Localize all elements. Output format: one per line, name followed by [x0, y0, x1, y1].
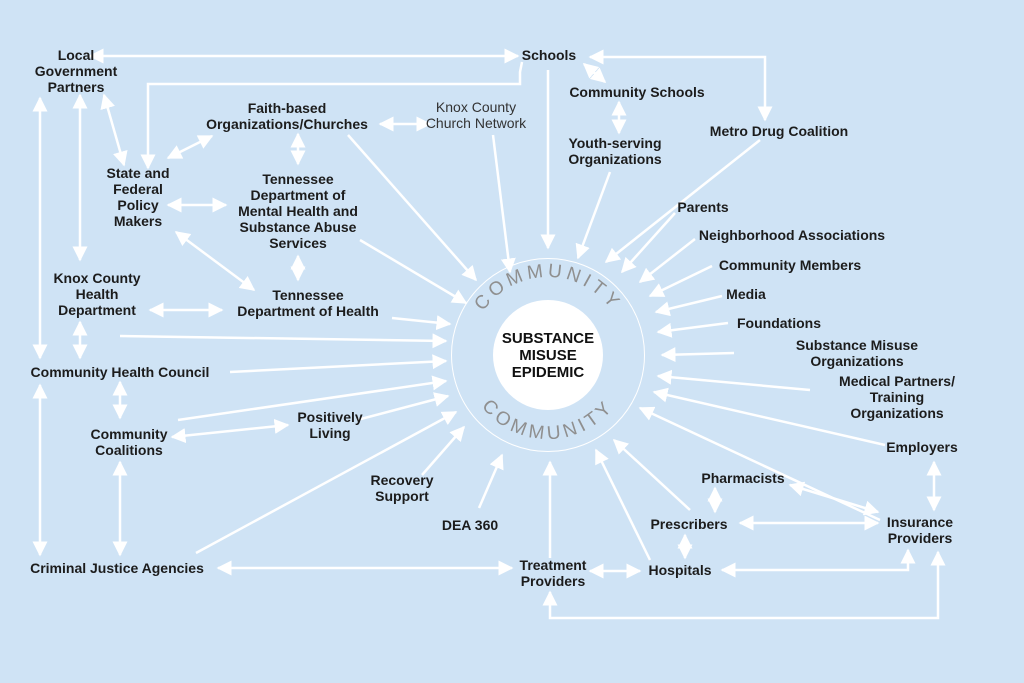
- node-community-coalitions: Community Coalitions: [90, 426, 168, 458]
- spoke-arrow-10: [356, 392, 450, 422]
- node-insurance-providers: Insurance Providers: [886, 514, 954, 546]
- spoke-arrow-19: [656, 369, 811, 392]
- link-arrow-10: [174, 230, 256, 292]
- spoke-arrow-6: [391, 315, 452, 331]
- node-community-schools: Community Schools: [569, 84, 705, 100]
- link-arrow-2: [582, 63, 607, 83]
- spoke-arrow-22: [654, 294, 723, 317]
- node-schools: Schools: [521, 47, 577, 63]
- spoke-arrow-8: [119, 333, 448, 349]
- node-parents: Parents: [677, 199, 729, 215]
- node-local-government: Local Government Partners: [34, 47, 118, 95]
- spoke-arrow-11: [195, 410, 458, 555]
- node-community-members: Community Members: [718, 257, 862, 273]
- link-arrow-25: [788, 481, 880, 516]
- node-knox-church-network: Knox County Church Network: [425, 99, 527, 131]
- hub-circle: SUBSTANCE MISUSE EPIDEMIC: [493, 300, 603, 410]
- node-community-health-council: Community Health Council: [30, 364, 210, 380]
- link-arrow-1: [588, 49, 773, 122]
- spoke-arrow-4: [347, 134, 477, 282]
- node-youth-serving: Youth-serving Organizations: [568, 135, 662, 167]
- node-knox-health-dept: Knox County Health Department: [53, 270, 141, 318]
- link-arrow-12: [100, 93, 128, 167]
- ring-label-bottom: COMMUNITY: [478, 396, 615, 445]
- svg-text:COMMUNITY: COMMUNITY: [470, 261, 625, 315]
- spoke-arrow-3: [491, 134, 516, 274]
- spoke-arrow-24: [638, 238, 696, 283]
- link-arrow-6: [166, 134, 214, 160]
- spoke-arrow-21: [656, 321, 729, 338]
- spoke-arrow-25: [620, 212, 676, 274]
- hub-title: SUBSTANCE MISUSE EPIDEMIC: [501, 329, 595, 381]
- node-treatment-providers: Treatment Providers: [519, 557, 587, 589]
- node-recovery-support: Recovery Support: [370, 472, 434, 504]
- spoke-arrow-18: [652, 387, 886, 447]
- node-hospitals: Hospitals: [648, 562, 712, 578]
- node-dea-360: DEA 360: [441, 517, 499, 533]
- node-positively-living: Positively Living: [297, 409, 363, 441]
- spoke-arrow-20: [660, 347, 735, 363]
- node-foundations: Foundations: [737, 315, 821, 331]
- spoke-arrow-7: [229, 354, 448, 374]
- node-tdmhsas: Tennessee Department of Mental Health an…: [238, 171, 358, 251]
- node-metro-drug-coalition: Metro Drug Coalition: [709, 123, 849, 139]
- spoke-arrow-12: [421, 425, 465, 476]
- link-arrow-27: [542, 550, 946, 620]
- node-medical-partners: Medical Partners/ Training Organizations: [839, 373, 955, 421]
- node-substance-misuse-orgs: Substance Misuse Organizations: [795, 337, 919, 369]
- community-ring: [451, 258, 645, 452]
- node-criminal-justice: Criminal Justice Agencies: [30, 560, 204, 576]
- node-faith-based: Faith-based Organizations/Churches: [206, 100, 368, 132]
- node-state-federal: State and Federal Policy Makers: [106, 165, 170, 229]
- spoke-arrow-1: [575, 171, 612, 260]
- node-tn-dept-health: Tennessee Department of Health: [237, 287, 379, 319]
- spoke-arrow-16: [612, 438, 691, 511]
- spoke-arrow-9: [177, 375, 448, 422]
- spoke-arrow-23: [648, 264, 713, 298]
- node-prescribers: Prescribers: [650, 516, 728, 532]
- spoke-arrow-13: [477, 453, 504, 509]
- node-media: Media: [726, 286, 766, 302]
- link-arrow-17: [170, 418, 290, 444]
- ring-label-top: COMMUNITY: [470, 261, 621, 315]
- spoke-arrow-5: [359, 238, 468, 305]
- svg-text:COMMUNITY: COMMUNITY: [478, 396, 619, 445]
- link-arrow-4: [140, 61, 524, 170]
- node-neighborhood-associations: Neighborhood Associations: [698, 227, 886, 243]
- node-pharmacists: Pharmacists: [701, 470, 785, 486]
- node-employers: Employers: [886, 439, 958, 455]
- spoke-arrow-15: [594, 448, 652, 561]
- spoke-arrow-2: [604, 139, 761, 263]
